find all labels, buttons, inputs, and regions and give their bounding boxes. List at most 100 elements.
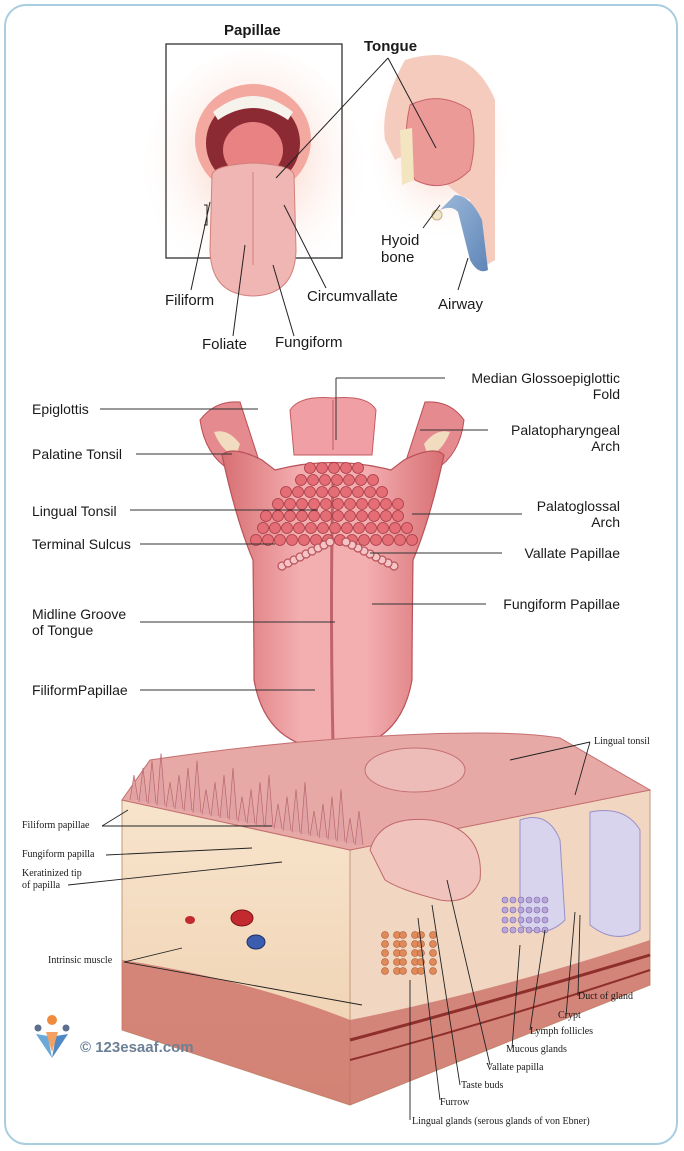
filiform-spike: [291, 789, 301, 833]
filiform-spike: [345, 818, 355, 844]
filiform-spike: [336, 789, 346, 842]
tonsil-bump: [260, 510, 272, 522]
tonsil-bump: [394, 534, 406, 546]
gland-acinus: [417, 931, 425, 939]
tonsil-bump: [392, 510, 404, 522]
mucous-gland-acinus: [517, 926, 525, 934]
gland-acinus: [429, 958, 437, 966]
mucous-gland-acinus: [517, 906, 525, 914]
label-fungiform-papillae: Fungiform Papillae: [503, 596, 620, 612]
tonsil-bump: [364, 486, 376, 498]
watermark-text: © 123esaaf.com: [80, 1039, 194, 1056]
label-taste-buds: Taste buds: [461, 1080, 504, 1091]
label-fungiform-papilla-detail: Fungiform papilla: [22, 849, 95, 860]
tonsil-bump: [269, 522, 281, 534]
filiform-spike: [210, 782, 220, 817]
label-intrinsic-muscle: Intrinsic muscle: [48, 955, 113, 966]
mucous-gland-acinus: [533, 896, 541, 904]
filiform-spike: [219, 774, 229, 819]
tonsil-bump: [332, 510, 344, 522]
gland-acinus: [381, 967, 389, 975]
watermark-logo-icon: [34, 1015, 70, 1058]
mucous-gland-acinus: [501, 906, 509, 914]
tonsil-bump: [304, 486, 316, 498]
gland-acinus: [399, 931, 407, 939]
mucous-gland-acinus: [509, 926, 517, 934]
filiform-spike: [156, 753, 166, 806]
dorsal-tongue-illustration: [199, 397, 465, 751]
mucous-gland-acinus: [533, 916, 541, 924]
mucous-gland-acinus: [509, 896, 517, 904]
filiform-spike: [264, 774, 274, 828]
mucous-gland-acinus: [501, 916, 509, 924]
label-palatopharyngeal-arch: Palatopharyngeal Arch: [511, 422, 620, 455]
mouth-illustration: [144, 43, 364, 297]
tonsil-bump: [352, 486, 364, 498]
tonsil-bump: [250, 534, 262, 546]
label-lingual-glands: Lingual glands (serous glands of von Ebn…: [412, 1116, 590, 1127]
tonsil-bump: [356, 498, 368, 510]
tonsil-bump: [293, 522, 305, 534]
mucous-gland-acinus: [501, 896, 509, 904]
label-hyoid-bone: Hyoid bone: [381, 232, 420, 267]
label-lingual-tonsil-detail: Lingual tonsil: [594, 736, 650, 747]
tonsil-bump: [344, 510, 356, 522]
tonsil-bump: [367, 474, 379, 486]
filiform-spike: [255, 782, 265, 826]
leader-lines-top: [190, 57, 469, 337]
tonsil-bump: [305, 522, 317, 534]
tonsil-bump: [298, 534, 310, 546]
gland-acinus: [417, 949, 425, 957]
tonsil-bump: [295, 474, 307, 486]
label-papillae: Papillae: [224, 22, 281, 39]
filiform-spike: [327, 796, 337, 840]
tonsil-bump: [389, 522, 401, 534]
tonsil-bump: [281, 522, 293, 534]
filiform-spike: [138, 767, 148, 802]
mucous-gland-acinus: [533, 906, 541, 914]
label-palatoglossal-arch: Palatoglossal Arch: [536, 498, 620, 531]
mucous-gland-acinus: [525, 906, 533, 914]
head-cross-section: [370, 55, 510, 272]
tonsil-bump: [296, 510, 308, 522]
mucous-gland-acinus: [525, 926, 533, 934]
tonsil-bump: [284, 498, 296, 510]
tongue-tissue-block: [121, 732, 652, 1106]
gland-acinus: [429, 949, 437, 957]
page-frame: [4, 4, 678, 1145]
tonsil-bump: [286, 534, 298, 546]
tonsil-bump: [356, 510, 368, 522]
label-airway: Airway: [438, 296, 484, 313]
label-mucous-glands: Mucous glands: [506, 1044, 567, 1055]
tonsil-bump: [284, 510, 296, 522]
filiform-spike: [246, 789, 256, 824]
gland-acinus: [429, 967, 437, 975]
tonsil-bump: [328, 486, 340, 498]
tonsil-bump: [280, 486, 292, 498]
filiform-spike: [300, 782, 310, 835]
tonsil-bump: [353, 522, 365, 534]
tonsil-bump: [340, 462, 352, 474]
label-duct-of-gland: Duct of gland: [578, 991, 633, 1002]
gland-acinus: [399, 949, 407, 957]
tonsil-bump: [331, 474, 343, 486]
tonsil-bump: [320, 510, 332, 522]
tonsil-bump: [401, 522, 413, 534]
tonsil-bump: [352, 462, 364, 474]
label-foliate: Foliate: [202, 336, 248, 353]
tonsil-bump: [368, 498, 380, 510]
tonsil-bump: [316, 462, 328, 474]
gland-acinus: [381, 949, 389, 957]
tonsil-bump: [329, 522, 341, 534]
label-crypt: Crypt: [558, 1010, 581, 1021]
tonsil-bump: [377, 522, 389, 534]
tonsil-bump: [272, 510, 284, 522]
mucous-gland-acinus: [533, 926, 541, 934]
label-vallate-papilla-detail: Vallate papilla: [486, 1062, 544, 1073]
mucous-gland-acinus: [517, 896, 525, 904]
label-median-glossoepiglottic-fold: Median Glossoepiglottic Fold: [471, 370, 620, 403]
mucous-gland-acinus: [517, 916, 525, 924]
tonsil-bump: [365, 522, 377, 534]
label-palatine-tonsil: Palatine Tonsil: [32, 446, 123, 462]
